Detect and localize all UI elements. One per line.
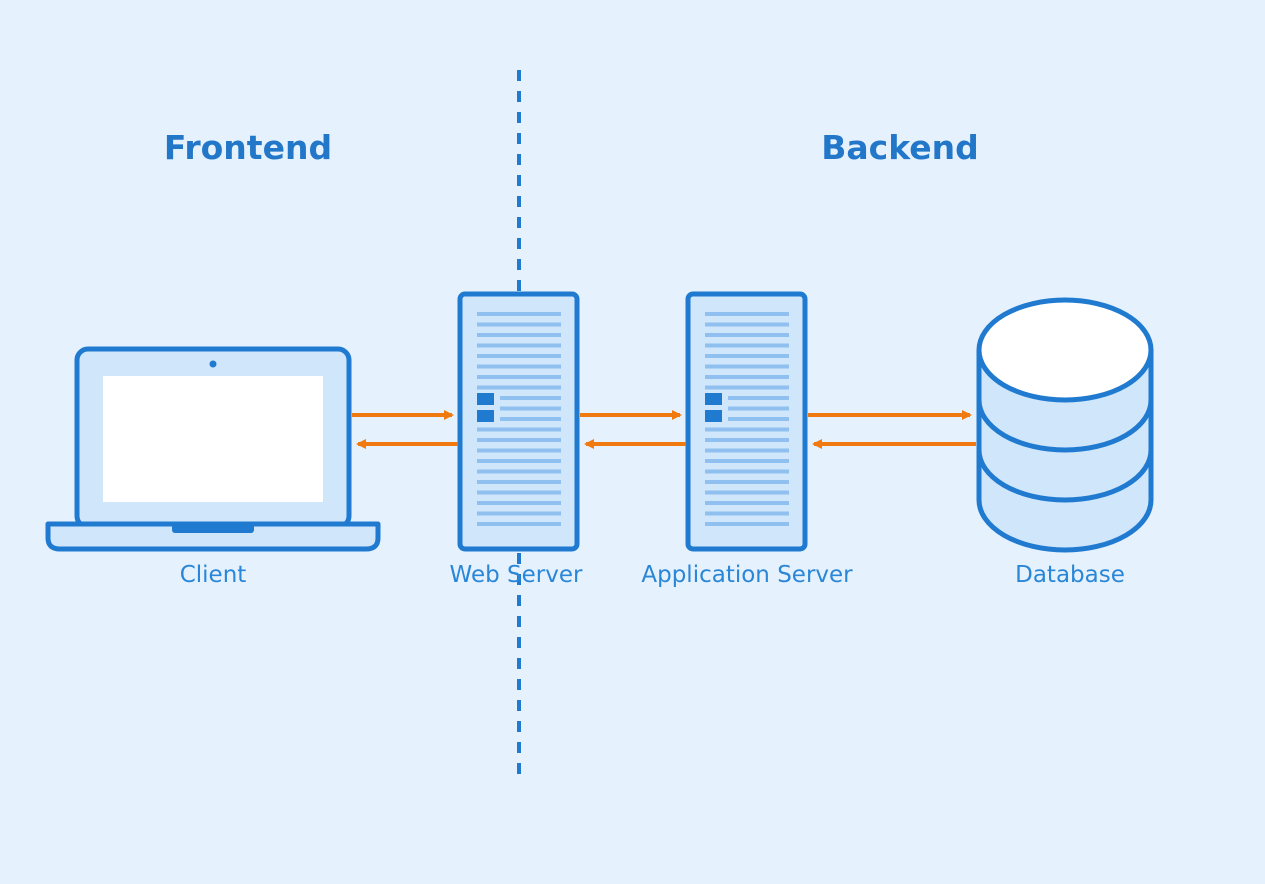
web-server-icon — [457, 291, 580, 552]
database-icon — [976, 297, 1154, 553]
client-web-server-arrows — [352, 410, 458, 449]
web-server-app-server-arrows — [580, 410, 686, 449]
app-server-database-arrows — [808, 410, 976, 449]
application-server-label: Application Server — [641, 562, 853, 588]
backend-heading: Backend — [821, 128, 979, 167]
web-server-label: Web Server — [449, 562, 583, 588]
client-label: Client — [179, 562, 247, 588]
application-server-icon — [685, 291, 808, 552]
database-label: Database — [1015, 562, 1125, 588]
laptop-icon — [45, 346, 381, 552]
frontend-heading: Frontend — [163, 128, 333, 167]
